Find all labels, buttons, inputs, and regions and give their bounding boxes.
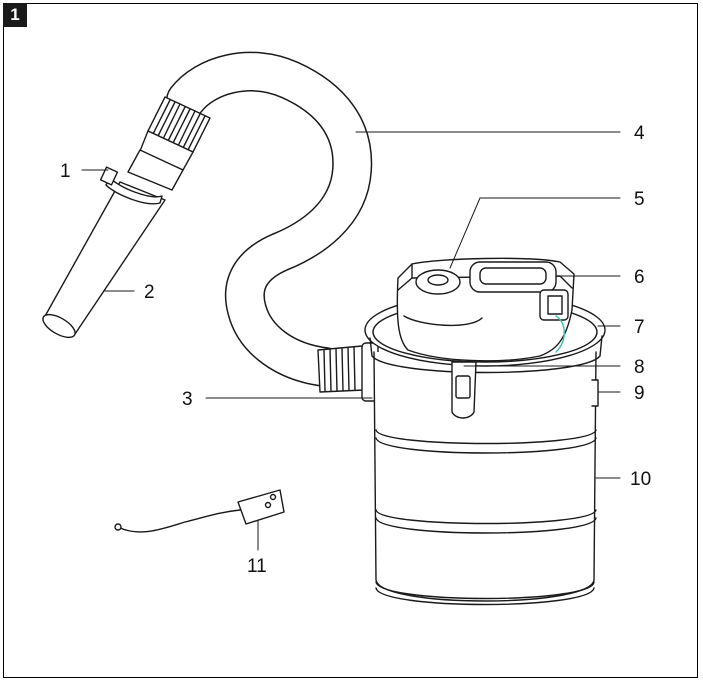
callout-3: 3 [182,389,193,410]
callout-2: 2 [144,282,155,303]
callout-6: 6 [634,267,645,288]
side-hook [591,379,599,407]
callout-11: 11 [247,556,267,577]
callout-5: 5 [634,189,645,210]
callout-8: 8 [634,357,645,378]
lid-latch [451,361,477,419]
hose [166,51,373,387]
figure-frame [3,3,698,678]
power-adapter [114,489,285,533]
figure-number-badge: 1 [3,3,27,27]
motor-head [396,257,575,362]
hose-connector [317,342,379,402]
suction-tube [42,149,184,339]
tube-clamp [99,166,163,205]
callout-7: 7 [634,317,645,338]
callout-10: 10 [630,469,651,490]
callout-4: 4 [634,123,645,144]
callout-9: 9 [634,383,645,404]
leader-lines [81,131,621,551]
hose-cuff [139,96,211,171]
callout-1: 1 [60,161,71,182]
ash-container [373,351,597,606]
